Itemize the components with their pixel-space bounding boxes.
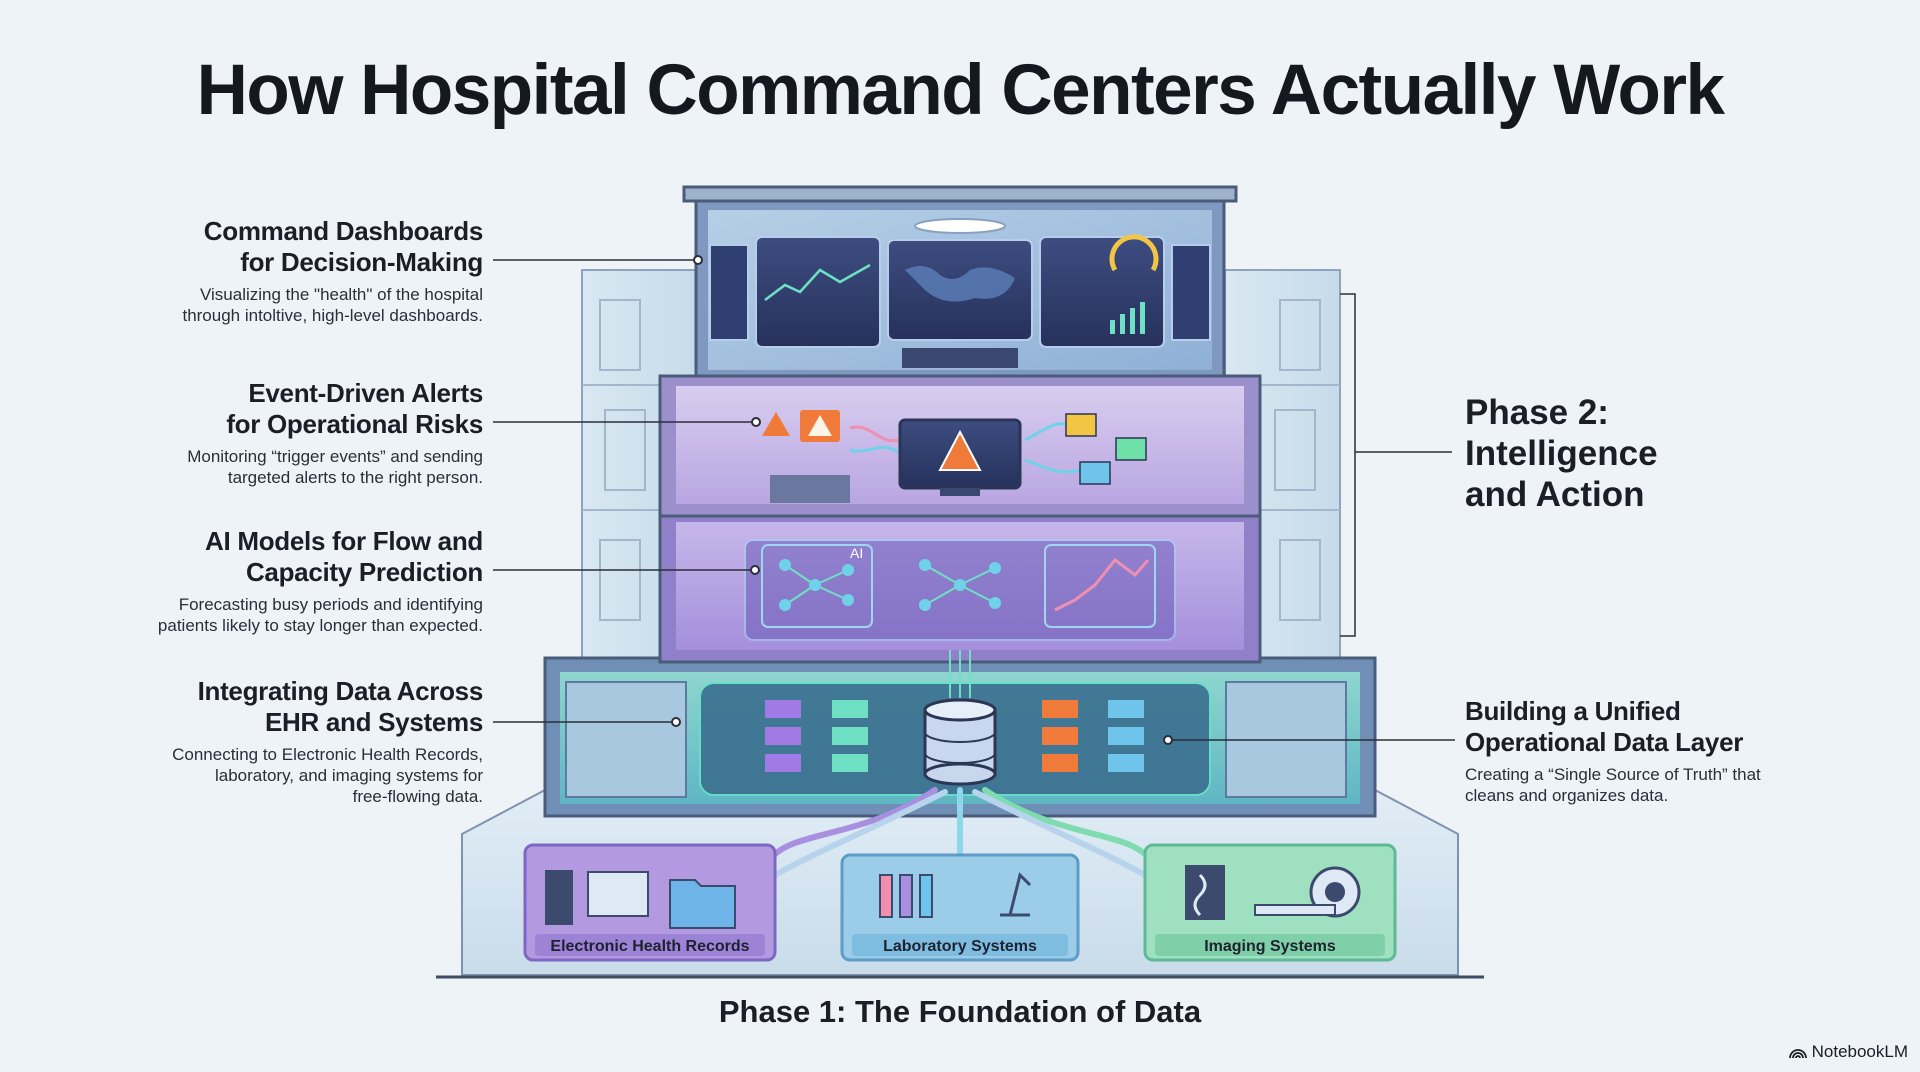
lab-label: Laboratory Systems <box>883 938 1037 955</box>
ai-badge: AI <box>850 545 863 561</box>
lab-system-box: Laboratory Systems <box>842 855 1078 960</box>
imaging-system-box: Imaging Systems <box>1145 845 1395 960</box>
callout-integrating: Integrating Data Across EHR and Systems … <box>172 676 483 807</box>
callout-dashboards: Command Dashboards for Decision-Making V… <box>182 216 483 326</box>
callout-ai: AI Models for Flow and Capacity Predicti… <box>158 526 483 636</box>
callout-unified-heading: Building a Unified Operational Data Laye… <box>1465 696 1761 758</box>
notebooklm-brand: NotebookLM <box>1789 1042 1908 1062</box>
callout-unified: Building a Unified Operational Data Laye… <box>1465 696 1761 806</box>
brand-name: NotebookLM <box>1812 1042 1908 1062</box>
imaging-label: Imaging Systems <box>1204 938 1336 955</box>
callout-unified-desc: Creating a “Single Source of Truth” that… <box>1465 764 1761 806</box>
phase1-label: Phase 1: The Foundation of Data <box>0 994 1920 1030</box>
database-icon <box>925 700 995 784</box>
notebooklm-logo-icon <box>1789 1045 1807 1059</box>
callout-dashboards-heading: Command Dashboards for Decision-Making <box>182 216 483 278</box>
callout-integrating-heading: Integrating Data Across EHR and Systems <box>172 676 483 738</box>
callout-alerts-heading: Event-Driven Alerts for Operational Risk… <box>187 378 483 440</box>
callout-ai-heading: AI Models for Flow and Capacity Predicti… <box>158 526 483 588</box>
callout-dashboards-desc: Visualizing the "health" of the hospital… <box>182 284 483 326</box>
callout-alerts-desc: Monitoring “trigger events” and sending … <box>187 446 483 488</box>
dashboard-floor <box>684 187 1236 201</box>
ehr-system-box: Electronic Health Records <box>525 845 775 960</box>
callout-integrating-desc: Connecting to Electronic Health Records,… <box>172 744 483 807</box>
ehr-label: Electronic Health Records <box>550 938 749 955</box>
callout-alerts: Event-Driven Alerts for Operational Risk… <box>187 378 483 488</box>
phase2-label: Phase 2: Intelligence and Action <box>1465 392 1658 515</box>
dashboard-screens <box>710 237 1210 347</box>
callout-ai-desc: Forecasting busy periods and identifying… <box>158 594 483 636</box>
